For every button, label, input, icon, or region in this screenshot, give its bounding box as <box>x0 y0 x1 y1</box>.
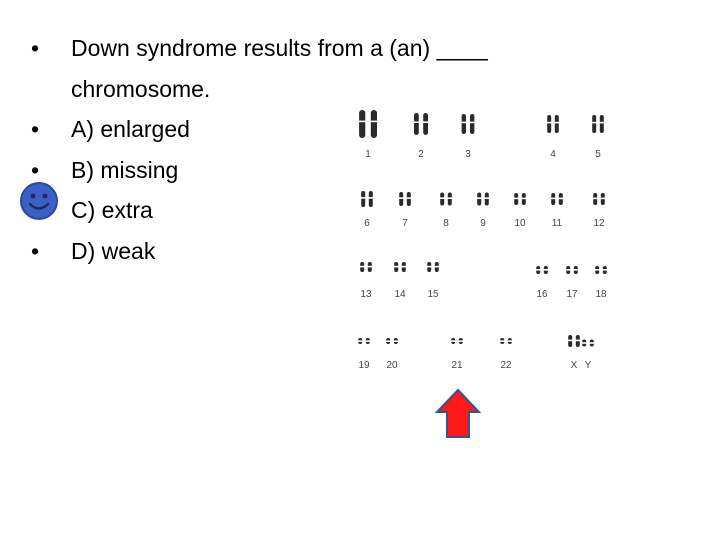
chromosome-pair-17 <box>565 266 579 274</box>
chromosome-pair-15 <box>426 262 440 272</box>
option-label: C) extra <box>71 197 153 223</box>
chromosome-label-13: 13 <box>360 289 372 300</box>
chromosome-label-11: 11 <box>552 218 563 229</box>
chromosome-label-14: 14 <box>394 289 406 300</box>
chromosome-pair-20 <box>385 338 399 344</box>
chromosome-label-4: 4 <box>550 149 556 160</box>
question-text-line1: Down syndrome results from a (an) ____ <box>71 35 488 61</box>
chromosome-label-9: 9 <box>480 218 486 229</box>
chromosome-pair-22 <box>499 338 513 344</box>
bullet-marker: • <box>30 35 40 61</box>
bullet-marker: • <box>30 237 40 264</box>
chromosome-pair-7 <box>398 192 412 206</box>
chromosome-pair-5 <box>591 115 605 133</box>
chromosome-label-21: 21 <box>451 360 463 371</box>
chromosome-label-7: 7 <box>402 218 408 229</box>
chromosome-label-19: 19 <box>358 360 370 371</box>
option-b: • B) missing <box>28 150 568 191</box>
chromosome-label-2: 2 <box>418 149 424 160</box>
bullet-list: • Down syndrome results from a (an) ____… <box>28 28 568 271</box>
chromosome-pair-12 <box>592 193 606 205</box>
option-label: A) enlarged <box>71 116 190 142</box>
bullet-marker: • <box>30 116 40 142</box>
chromosome-pair-6 <box>360 191 374 207</box>
chromosome-label-18: 18 <box>595 289 607 300</box>
chromosome-pair-1 <box>358 110 378 138</box>
chromosome-pair-9 <box>476 192 490 206</box>
chromosome-pair-8 <box>439 192 453 206</box>
chromosome-label-22: 22 <box>500 360 512 371</box>
chromosome-pair-18 <box>594 266 608 274</box>
chromosome-figures <box>357 110 608 347</box>
chromosome-label-6: 6 <box>364 218 370 229</box>
chromosome-pair-13 <box>359 262 373 272</box>
bullet-marker: • <box>30 156 40 183</box>
chromosome-pair-10 <box>513 193 527 205</box>
chromosome-pair-3 <box>461 114 475 134</box>
option-label: D) weak <box>71 237 156 264</box>
chromosome-label-15: 15 <box>427 289 439 300</box>
chromosome-pair-11 <box>550 193 564 205</box>
chromosome-label-1: 1 <box>365 149 371 160</box>
chromosome-label-y: Y <box>585 360 592 371</box>
up-arrow-icon <box>434 388 482 438</box>
chromosome-pair-2 <box>413 113 429 135</box>
question-item: • Down syndrome results from a (an) ____… <box>28 28 568 109</box>
option-d: • D) weak <box>28 231 568 272</box>
smiley-face-icon <box>20 182 58 220</box>
question-text-line2: chromosome. <box>71 75 211 102</box>
chromosome-label-3: 3 <box>465 149 471 160</box>
chromosome-label-16: 16 <box>536 289 548 300</box>
option-a: • A) enlarged <box>28 109 568 150</box>
chromosome-label-10: 10 <box>514 218 526 229</box>
chromosome-pair-16 <box>535 266 549 274</box>
option-label: B) missing <box>71 156 179 183</box>
chromosome-label-x: X <box>571 360 578 371</box>
chromosome-pair-14 <box>393 262 407 272</box>
chromosome-label-12: 12 <box>593 218 605 229</box>
chromosome-label-8: 8 <box>443 218 449 229</box>
chromosome-pair-4 <box>546 115 560 133</box>
chromosome-pair-21 <box>450 338 464 344</box>
chromosome-pair-x <box>567 335 581 347</box>
chromosome-pair-y <box>581 339 595 347</box>
chromosome-pair-19 <box>357 338 371 344</box>
chromosome-label-17: 17 <box>566 289 578 300</box>
chromosome-label-5: 5 <box>595 149 601 160</box>
chromosome-label-20: 20 <box>386 360 398 371</box>
